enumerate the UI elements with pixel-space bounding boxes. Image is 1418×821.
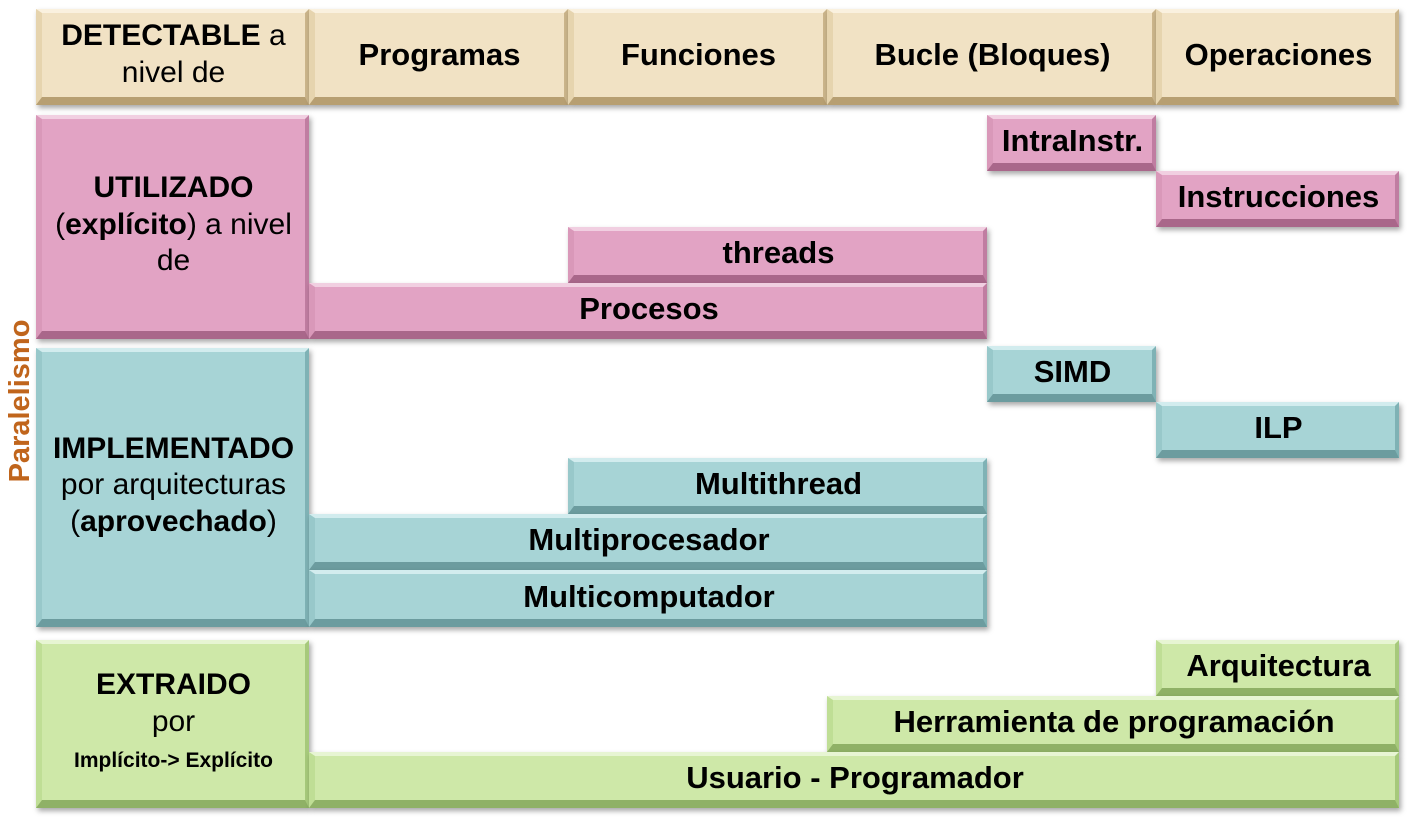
- header-corner-line2: nivel de: [121, 56, 226, 89]
- threads-bar: threads: [568, 227, 987, 283]
- multiprocesador-bar: Multiprocesador: [309, 514, 987, 570]
- intrainstr-bar: IntraInstr.: [987, 115, 1156, 171]
- utilizado-explicito: explícito: [65, 207, 187, 241]
- ilp-bar: ILP: [1156, 402, 1399, 458]
- paralelismo-side-label: Paralelismo: [3, 319, 36, 483]
- utilizado-label-cell: UTILIZADO (explícito) a nivel de: [36, 115, 309, 339]
- extraido-line3: Implícito-> Explícito: [74, 749, 273, 773]
- multicomputador-bar: Multicomputador: [309, 570, 987, 627]
- header-column-funciones: Funciones: [568, 9, 827, 105]
- usuario-programador-bar: Usuario - Programador: [309, 752, 1399, 808]
- herramienta-bar: Herramienta de programación: [827, 696, 1399, 752]
- header-corner-rest: a: [260, 19, 286, 53]
- implementado-aprovechado: aprovechado: [80, 504, 267, 538]
- extraido-label-cell: EXTRAIDO por Implícito-> Explícito: [36, 640, 309, 808]
- extraido-line2: por: [151, 704, 196, 738]
- utilizado-title: UTILIZADO: [93, 171, 254, 205]
- header-column-bucle: Bucle (Bloques): [827, 9, 1156, 105]
- header-column-programas: Programas: [309, 9, 568, 105]
- simd-bar: SIMD: [987, 346, 1156, 402]
- implementado-title: IMPLEMENTADO: [52, 431, 295, 465]
- header-corner-cell: DETECTABLE a nivel de: [36, 9, 309, 105]
- utilizado-line3: de: [156, 244, 191, 278]
- multithread-bar: Multithread: [568, 458, 987, 514]
- instrucciones-bar: Instrucciones: [1156, 171, 1399, 227]
- header-column-operaciones: Operaciones: [1156, 9, 1399, 105]
- arquitectura-bar: Arquitectura: [1156, 640, 1399, 696]
- procesos-bar: Procesos: [309, 283, 987, 339]
- implementado-line2: por arquitecturas: [60, 468, 287, 502]
- extraido-title: EXTRAIDO: [95, 668, 251, 702]
- header-corner-bold: DETECTABLE: [61, 19, 261, 53]
- implementado-label-cell: IMPLEMENTADO por arquitecturas (aprovech…: [36, 348, 309, 627]
